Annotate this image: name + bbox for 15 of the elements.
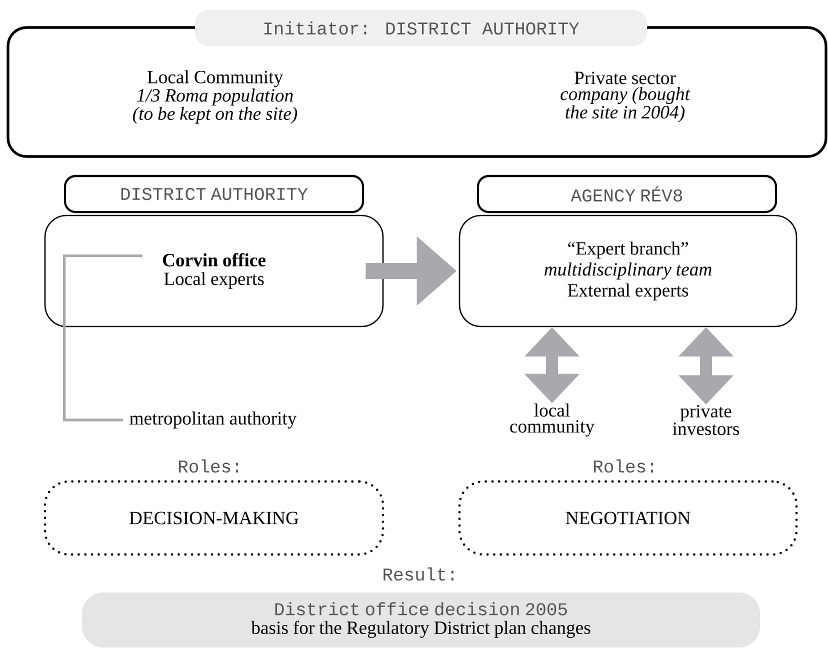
dotted-box: Roles: NEGOTIATION [458,459,798,556]
group-box: Initiator: DISTRICT AUTHORITY Local Community 1/3 Roma population (to be kept on the site) Private sector company (bought the site in 2004) [6,10,828,158]
process-box: Corvin office Local experts [44,214,384,328]
header-box: AGENCY RÉV8 [476,174,778,214]
side-label: Roles: [594,459,654,473]
leader-line [63,254,142,422]
text-label: metropolitan authority [130,412,297,428]
side-label: Result: [384,567,454,581]
text-label: local community [510,404,594,436]
process-box: “Expert branch” multidisciplinary team External experts [458,214,798,328]
header-box: DISTRICT AUTHORITY [64,174,364,214]
text-label: private investors [672,404,740,436]
side-label: Roles: [179,459,238,473]
dotted-box: Roles: DECISION-MAKING [44,459,384,556]
result-box: Result: District office decision 2005 basis for the Regulatory District plan changes [82,567,760,648]
